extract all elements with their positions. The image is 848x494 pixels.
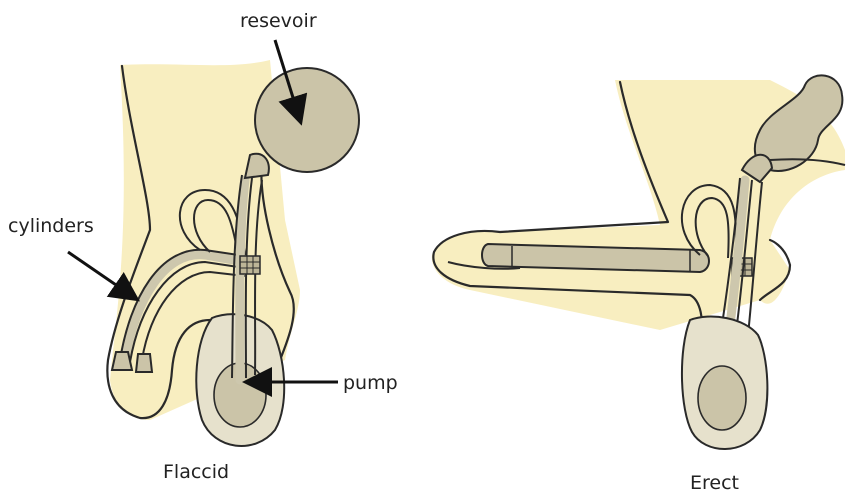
- flaccid-figure: [107, 60, 359, 446]
- caption-erect: Erect: [690, 472, 739, 494]
- label-reservoir: resevoir: [240, 10, 317, 32]
- erect-figure: [432, 75, 845, 449]
- label-cylinders: cylinders: [8, 215, 94, 237]
- caption-flaccid: Flaccid: [163, 461, 229, 483]
- label-pump: pump: [343, 372, 398, 394]
- flaccid-reservoir: [255, 68, 359, 172]
